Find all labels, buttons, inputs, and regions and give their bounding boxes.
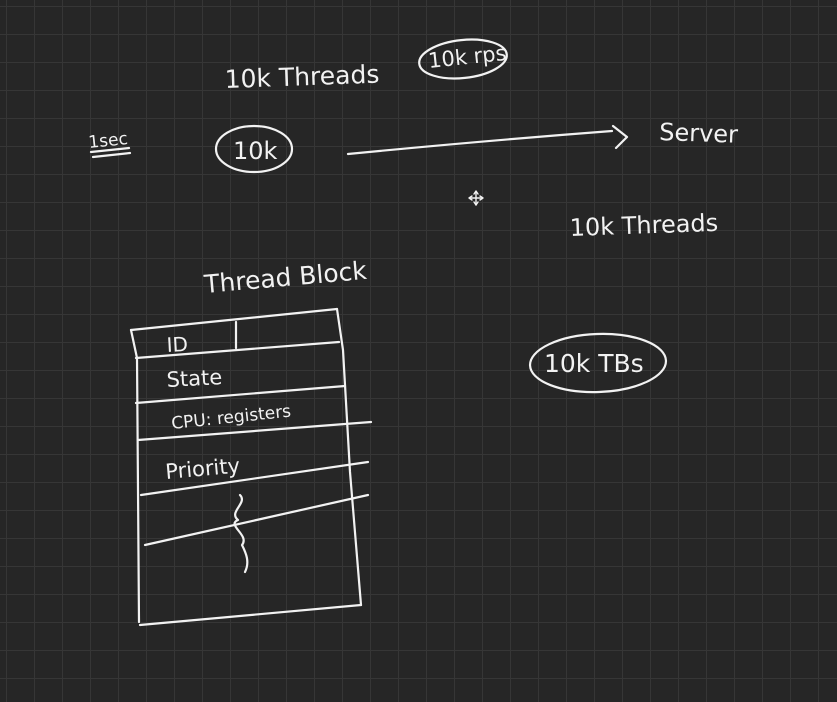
row-state-label: State xyxy=(166,365,223,392)
requests-bubble-outline xyxy=(214,124,294,174)
table-left-border xyxy=(129,328,141,624)
arrow-head-icon xyxy=(611,124,629,150)
move-cursor-icon xyxy=(468,190,484,206)
time-underline-2 xyxy=(91,151,132,159)
request-arrow-line xyxy=(346,129,614,156)
table-bottom-border xyxy=(138,603,363,627)
row-id-label: ID xyxy=(166,332,189,357)
rps-bubble-outline xyxy=(418,38,508,80)
thread-block-title: Thread Block xyxy=(202,256,368,299)
row-divider-5 xyxy=(143,493,370,547)
row-divider-1 xyxy=(134,340,341,360)
tb-bubble-outline xyxy=(528,332,668,394)
row-priority-label: Priority xyxy=(164,454,241,484)
continuation-brace-icon xyxy=(233,493,249,574)
table-top-border xyxy=(129,307,339,332)
note-tbs: 10k TBs xyxy=(544,349,644,378)
note-threads-top: 10k Threads xyxy=(224,60,380,94)
note-threads-right: 10k Threads xyxy=(569,209,718,242)
note-requests: 10k xyxy=(233,137,278,165)
time-underline-1 xyxy=(89,146,131,154)
row-divider-2 xyxy=(134,384,347,405)
table-right-border xyxy=(335,307,363,607)
row-divider-4 xyxy=(139,460,370,497)
row-divider-3 xyxy=(136,420,373,442)
note-server: Server xyxy=(659,118,739,149)
thread-block-table xyxy=(129,307,373,627)
